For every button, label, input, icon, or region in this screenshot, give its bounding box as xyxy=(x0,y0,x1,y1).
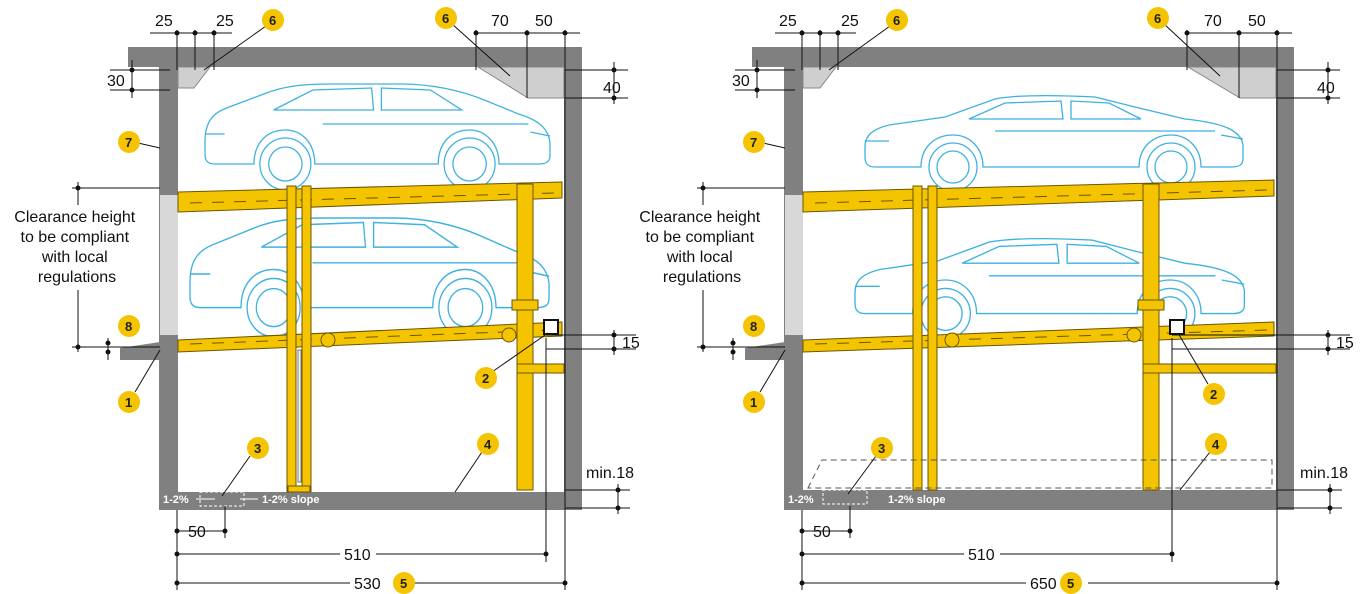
left-ceiling-cut-b xyxy=(476,66,565,99)
left-dim-floor-min: min.18 xyxy=(586,465,634,482)
right-badge-8: 8 xyxy=(743,315,765,337)
svg-text:8: 8 xyxy=(125,319,132,334)
left-section: 1-2% 1-2% slope 25 25 70 50 30 40 xyxy=(14,7,640,594)
right-column-a xyxy=(912,185,923,491)
right-dim-top-c: 70 xyxy=(1204,13,1222,30)
right-rear-crossbar xyxy=(1142,363,1277,374)
right-rear-column xyxy=(1142,183,1160,491)
svg-text:5: 5 xyxy=(400,576,407,591)
right-floor xyxy=(784,490,1294,510)
left-floor xyxy=(159,492,582,510)
right-slope-large: 1-2% slope xyxy=(888,494,945,506)
right-upper-platform xyxy=(802,179,1275,213)
svg-text:6: 6 xyxy=(893,13,900,28)
left-dim-top-b: 25 xyxy=(216,13,234,30)
right-dim-top-b: 25 xyxy=(841,13,859,30)
right-badge-7: 7 xyxy=(743,131,786,153)
right-badge-5: 5 xyxy=(1060,572,1082,594)
svg-text:3: 3 xyxy=(254,441,261,456)
right-dim-clearance: 15 xyxy=(1336,335,1354,352)
right-drain-pit xyxy=(822,489,868,505)
left-rear-bracket xyxy=(511,299,539,311)
svg-text:2: 2 xyxy=(482,371,489,386)
left-badge-1: 1 xyxy=(118,349,161,413)
right-dim-pit: 50 xyxy=(813,524,831,541)
left-clearance-label: Clearance height to be compliant with lo… xyxy=(14,209,139,286)
right-badge-1: 1 xyxy=(743,349,786,413)
svg-text:6: 6 xyxy=(269,13,276,28)
left-badge-3: 3 xyxy=(221,437,269,497)
svg-text:5: 5 xyxy=(1067,576,1074,591)
left-slope-large: 1-2% slope xyxy=(262,494,319,506)
left-dim-top-a: 25 xyxy=(155,13,173,30)
svg-text:7: 7 xyxy=(750,135,757,150)
left-badge-6b: 6 xyxy=(435,7,511,77)
left-column-b xyxy=(301,185,312,493)
right-slope-small: 1-2% xyxy=(788,494,814,506)
left-sensor-box xyxy=(543,319,559,335)
right-dim-depth: 510 xyxy=(968,547,995,564)
left-wall-opening xyxy=(160,195,178,335)
left-ceiling xyxy=(128,47,581,67)
svg-text:7: 7 xyxy=(125,135,132,150)
left-badge-2: 2 xyxy=(475,332,549,389)
right-dim-total: 650 xyxy=(1030,576,1057,593)
left-dim-clearance: 15 xyxy=(622,335,640,352)
left-ceiling-cut-a xyxy=(177,66,212,89)
right-dim-top-d: 50 xyxy=(1248,13,1266,30)
left-badge-4: 4 xyxy=(454,433,499,493)
right-column-b xyxy=(927,185,938,491)
left-wall-right xyxy=(564,47,582,510)
right-dim-floor-min: min.18 xyxy=(1300,465,1348,482)
left-slope-small: 1-2% xyxy=(163,494,189,506)
right-ceiling xyxy=(752,47,1293,67)
svg-text:8: 8 xyxy=(750,319,757,334)
right-section: 1-2% 1-2% slope 25 25 70 50 30 40 Cleara… xyxy=(639,7,1354,594)
left-badge-5: 5 xyxy=(393,572,415,594)
right-rear-bracket xyxy=(1137,299,1165,311)
left-dim-depth: 510 xyxy=(344,547,371,564)
left-dim-total: 530 xyxy=(354,576,381,593)
right-dim-right-side: 40 xyxy=(1317,80,1335,97)
left-dim-pit: 50 xyxy=(188,524,206,541)
svg-text:4: 4 xyxy=(484,437,492,452)
left-rear-column xyxy=(516,183,534,491)
right-badge-4: 4 xyxy=(1179,433,1227,491)
svg-text:4: 4 xyxy=(1212,437,1220,452)
svg-text:6: 6 xyxy=(442,11,449,26)
left-rear-crossbar xyxy=(516,363,565,374)
left-dim-right-side: 40 xyxy=(603,80,621,97)
right-ceiling-cut-a xyxy=(802,66,838,89)
left-column-a xyxy=(286,185,297,493)
right-badge-6a: 6 xyxy=(828,9,908,71)
left-dim-top-c: 70 xyxy=(491,13,509,30)
svg-text:2: 2 xyxy=(1210,387,1217,402)
left-lower-car xyxy=(189,217,550,338)
left-badge-6a: 6 xyxy=(203,9,284,71)
right-pit-outline xyxy=(807,459,1273,489)
right-upper-car xyxy=(864,95,1244,192)
right-sensor-box xyxy=(1169,319,1185,335)
svg-text:1: 1 xyxy=(125,395,132,410)
svg-text:6: 6 xyxy=(1154,11,1161,26)
right-wall-opening xyxy=(785,195,803,335)
svg-text:1: 1 xyxy=(750,395,757,410)
left-dim-top-d: 50 xyxy=(535,13,553,30)
right-clearance-label: Clearance height to be compliant with lo… xyxy=(639,209,764,286)
right-ceiling-cut-b xyxy=(1186,66,1277,99)
right-badge-3: 3 xyxy=(847,437,893,495)
right-dim-left-side: 30 xyxy=(732,73,750,90)
left-dim-left-side: 30 xyxy=(107,73,125,90)
left-upper-platform xyxy=(177,181,563,213)
right-wall-right xyxy=(1276,47,1294,510)
svg-text:3: 3 xyxy=(878,441,885,456)
left-badge-7: 7 xyxy=(118,131,161,153)
right-badge-2: 2 xyxy=(1177,332,1225,405)
left-badge-8: 8 xyxy=(118,315,140,337)
right-dim-top-a: 25 xyxy=(779,13,797,30)
right-badge-6b: 6 xyxy=(1147,7,1221,77)
left-upper-car xyxy=(204,83,551,191)
